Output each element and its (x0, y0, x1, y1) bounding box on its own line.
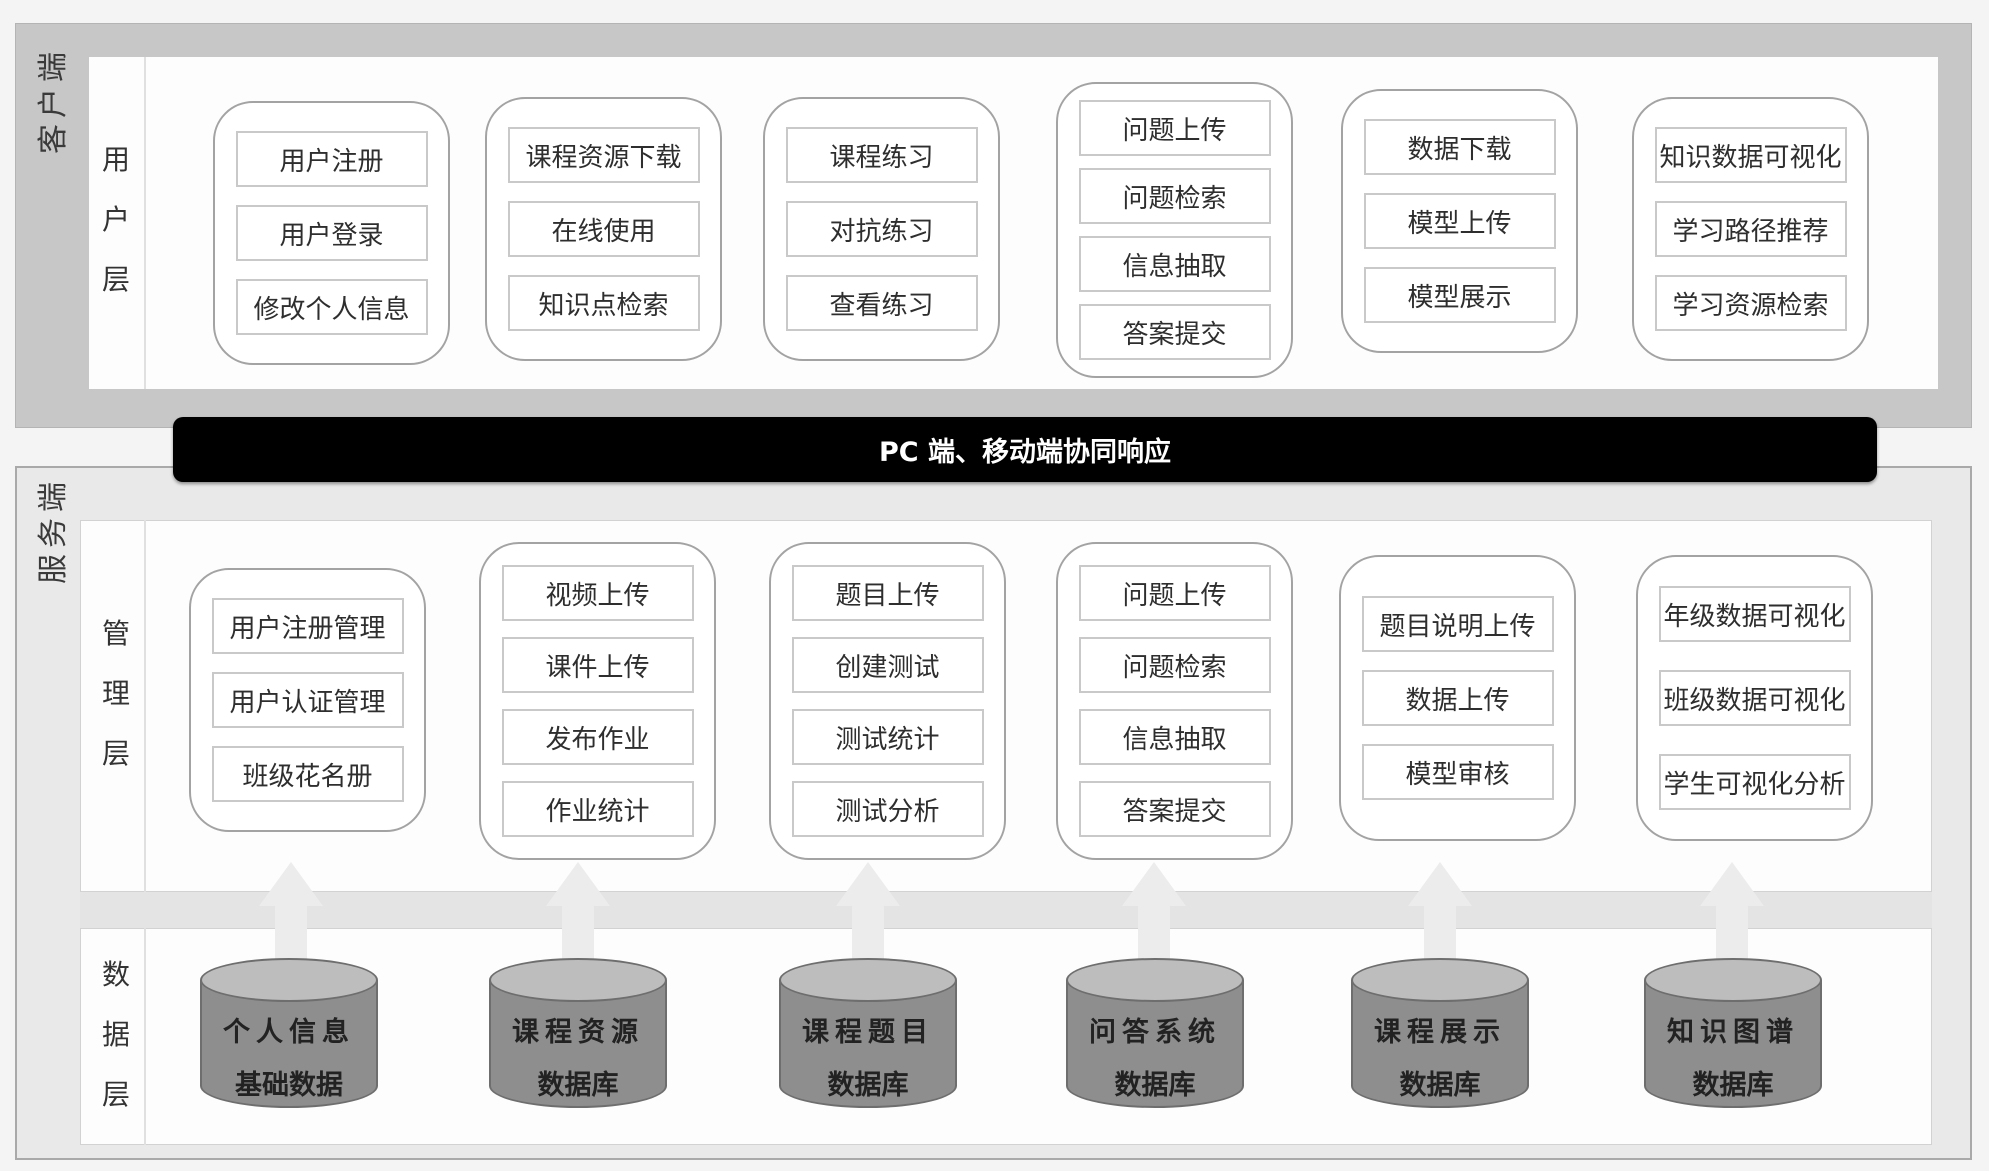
client-group-model: 数据下载 模型上传 模型展示 (1341, 89, 1578, 353)
database-personal-info: 个人信息 基础数据 (200, 958, 378, 1108)
user-layer-label: 用 户 层 (96, 130, 136, 310)
item-adversarial-practice[interactable]: 对抗练习 (785, 201, 978, 257)
database-subtitle: 数据库 (1692, 1070, 1774, 1101)
item-info-extract[interactable]: 信息抽取 (1078, 709, 1271, 765)
item-data-download[interactable]: 数据下载 (1363, 119, 1556, 175)
data-layer-label: 数 据 层 (96, 945, 136, 1125)
mgmt-group-qa: 问题上传 问题检索 信息抽取 答案提交 (1056, 542, 1293, 860)
item-online-use[interactable]: 在线使用 (507, 201, 700, 257)
item-data-upload[interactable]: 数据上传 (1361, 670, 1554, 726)
item-info-extract[interactable]: 信息抽取 (1078, 236, 1271, 292)
database-subtitle: 数据库 (827, 1070, 909, 1101)
client-group-visualization: 知识数据可视化 学习路径推荐 学习资源检索 (1632, 97, 1869, 361)
item-resource-search[interactable]: 学习资源检索 (1654, 275, 1847, 331)
user-layer-label-char: 户 (101, 203, 130, 236)
client-group-qa: 问题上传 问题检索 信息抽取 答案提交 (1056, 82, 1293, 378)
item-create-test[interactable]: 创建测试 (791, 637, 984, 693)
item-question-upload[interactable]: 问题上传 (1078, 100, 1271, 156)
client-side-label: 客户端 (36, 46, 71, 154)
item-question-upload[interactable]: 问题上传 (1078, 565, 1271, 621)
item-class-roster[interactable]: 班级花名册 (211, 746, 404, 802)
item-user-login[interactable]: 用户登录 (235, 205, 428, 261)
database-name: 问答系统 (1089, 1017, 1221, 1048)
item-model-display[interactable]: 模型展示 (1363, 267, 1556, 323)
database-knowledge-graph: 知识图谱 数据库 (1644, 958, 1822, 1108)
up-arrow-icon (836, 862, 900, 972)
mgmt-group-courseware: 视频上传 课件上传 发布作业 作业统计 (479, 542, 716, 860)
item-test-stats[interactable]: 测试统计 (791, 709, 984, 765)
client-group-course-resources: 课程资源下载 在线使用 知识点检索 (485, 97, 722, 361)
management-layer-label: 管 理 层 (96, 604, 136, 784)
data-layer-label-char: 据 (101, 1018, 130, 1051)
client-group-practice: 课程练习 对抗练习 查看练习 (763, 97, 1000, 361)
mgmt-group-visualization: 年级数据可视化 班级数据可视化 学生可视化分析 (1636, 555, 1873, 841)
responsive-banner: PC 端、移动端协同响应 (173, 417, 1877, 482)
item-question-search[interactable]: 问题检索 (1078, 168, 1271, 224)
layer-separator-band (80, 892, 1932, 928)
database-course-questions: 课程题目 数据库 (779, 958, 957, 1108)
database-name: 知识图谱 (1667, 1017, 1799, 1048)
item-publish-homework[interactable]: 发布作业 (501, 709, 694, 765)
database-course-resources: 课程资源 数据库 (489, 958, 667, 1108)
management-layer-label-char: 层 (101, 737, 130, 770)
server-side-label: 服务端 (36, 476, 71, 584)
item-learning-path[interactable]: 学习路径推荐 (1654, 201, 1847, 257)
item-class-visualization[interactable]: 班级数据可视化 (1658, 670, 1851, 726)
management-layer-label-char: 理 (101, 677, 130, 710)
item-video-upload[interactable]: 视频上传 (501, 565, 694, 621)
up-arrow-icon (1700, 862, 1764, 972)
item-problem-desc-upload[interactable]: 题目说明上传 (1361, 596, 1554, 652)
data-layer-label-char: 数 (101, 958, 130, 991)
item-model-upload[interactable]: 模型上传 (1363, 193, 1556, 249)
client-group-account: 用户注册 用户登录 修改个人信息 (213, 101, 450, 365)
user-layer-label-char: 用 (101, 143, 130, 176)
up-arrow-icon (546, 862, 610, 972)
up-arrow-icon (259, 862, 323, 972)
mgmt-group-models: 题目说明上传 数据上传 模型审核 (1339, 555, 1576, 841)
item-course-practice[interactable]: 课程练习 (785, 127, 978, 183)
database-name: 课程资源 (512, 1017, 644, 1048)
database-qa-system: 问答系统 数据库 (1066, 958, 1244, 1108)
item-register-management[interactable]: 用户注册管理 (211, 598, 404, 654)
item-knowledge-visualization[interactable]: 知识数据可视化 (1654, 127, 1847, 183)
item-grade-visualization[interactable]: 年级数据可视化 (1658, 586, 1851, 642)
item-view-practice[interactable]: 查看练习 (785, 275, 978, 331)
data-layer-divider (144, 928, 146, 1145)
item-test-analysis[interactable]: 测试分析 (791, 781, 984, 837)
data-layer-panel (80, 928, 1932, 1145)
up-arrow-icon (1122, 862, 1186, 972)
item-auth-management[interactable]: 用户认证管理 (211, 672, 404, 728)
data-layer-label-char: 层 (101, 1078, 130, 1111)
item-model-review[interactable]: 模型审核 (1361, 744, 1554, 800)
database-course-display: 课程展示 数据库 (1351, 958, 1529, 1108)
database-subtitle: 数据库 (1399, 1070, 1481, 1101)
management-layer-label-char: 管 (101, 617, 130, 650)
database-subtitle: 基础数据 (235, 1070, 343, 1101)
item-student-analysis[interactable]: 学生可视化分析 (1658, 754, 1851, 810)
item-answer-submit[interactable]: 答案提交 (1078, 781, 1271, 837)
database-subtitle: 数据库 (1114, 1070, 1196, 1101)
mgmt-group-users: 用户注册管理 用户认证管理 班级花名册 (189, 568, 426, 832)
database-subtitle: 数据库 (537, 1070, 619, 1101)
database-name: 课程展示 (1374, 1017, 1506, 1048)
item-question-bank-upload[interactable]: 题目上传 (791, 565, 984, 621)
management-layer-divider (144, 520, 146, 892)
item-knowledge-search[interactable]: 知识点检索 (507, 275, 700, 331)
database-name: 课程题目 (802, 1017, 934, 1048)
item-user-register[interactable]: 用户注册 (235, 131, 428, 187)
item-courseware-upload[interactable]: 课件上传 (501, 637, 694, 693)
up-arrow-icon (1408, 862, 1472, 972)
item-course-download[interactable]: 课程资源下载 (507, 127, 700, 183)
item-question-search[interactable]: 问题检索 (1078, 637, 1271, 693)
user-layer-divider (144, 57, 146, 389)
item-answer-submit[interactable]: 答案提交 (1078, 304, 1271, 360)
database-name: 个人信息 (223, 1017, 355, 1048)
item-homework-stats[interactable]: 作业统计 (501, 781, 694, 837)
item-edit-profile[interactable]: 修改个人信息 (235, 279, 428, 335)
mgmt-group-tests: 题目上传 创建测试 测试统计 测试分析 (769, 542, 1006, 860)
user-layer-label-char: 层 (101, 263, 130, 296)
